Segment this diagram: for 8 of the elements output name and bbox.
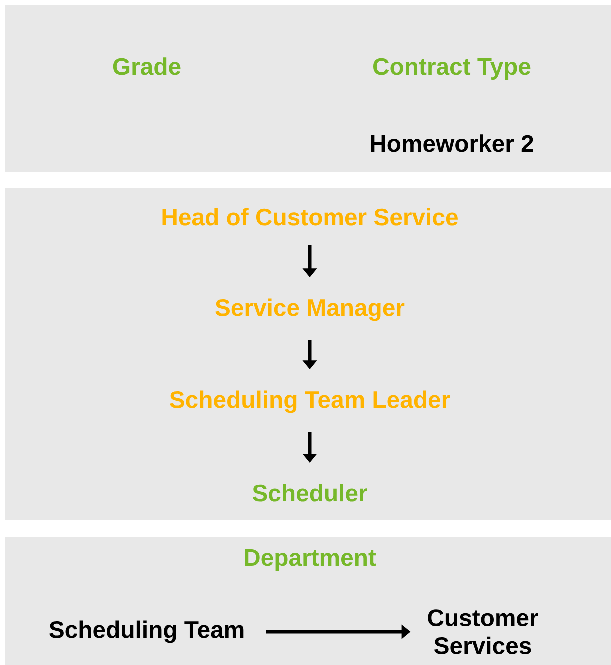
label-text: Head of Customer Service	[162, 208, 458, 226]
label-text: Scheduler	[252, 484, 368, 502]
label-text: Scheduling Team	[50, 620, 244, 644]
panel-background	[5, 188, 611, 520]
label-text: Scheduling Team Leader	[170, 390, 450, 414]
label-text: Customer Services	[428, 610, 538, 654]
panel: Grade Contract Type Homeworker 2	[5, 5, 611, 172]
label-text: Service Manager	[216, 298, 405, 322]
